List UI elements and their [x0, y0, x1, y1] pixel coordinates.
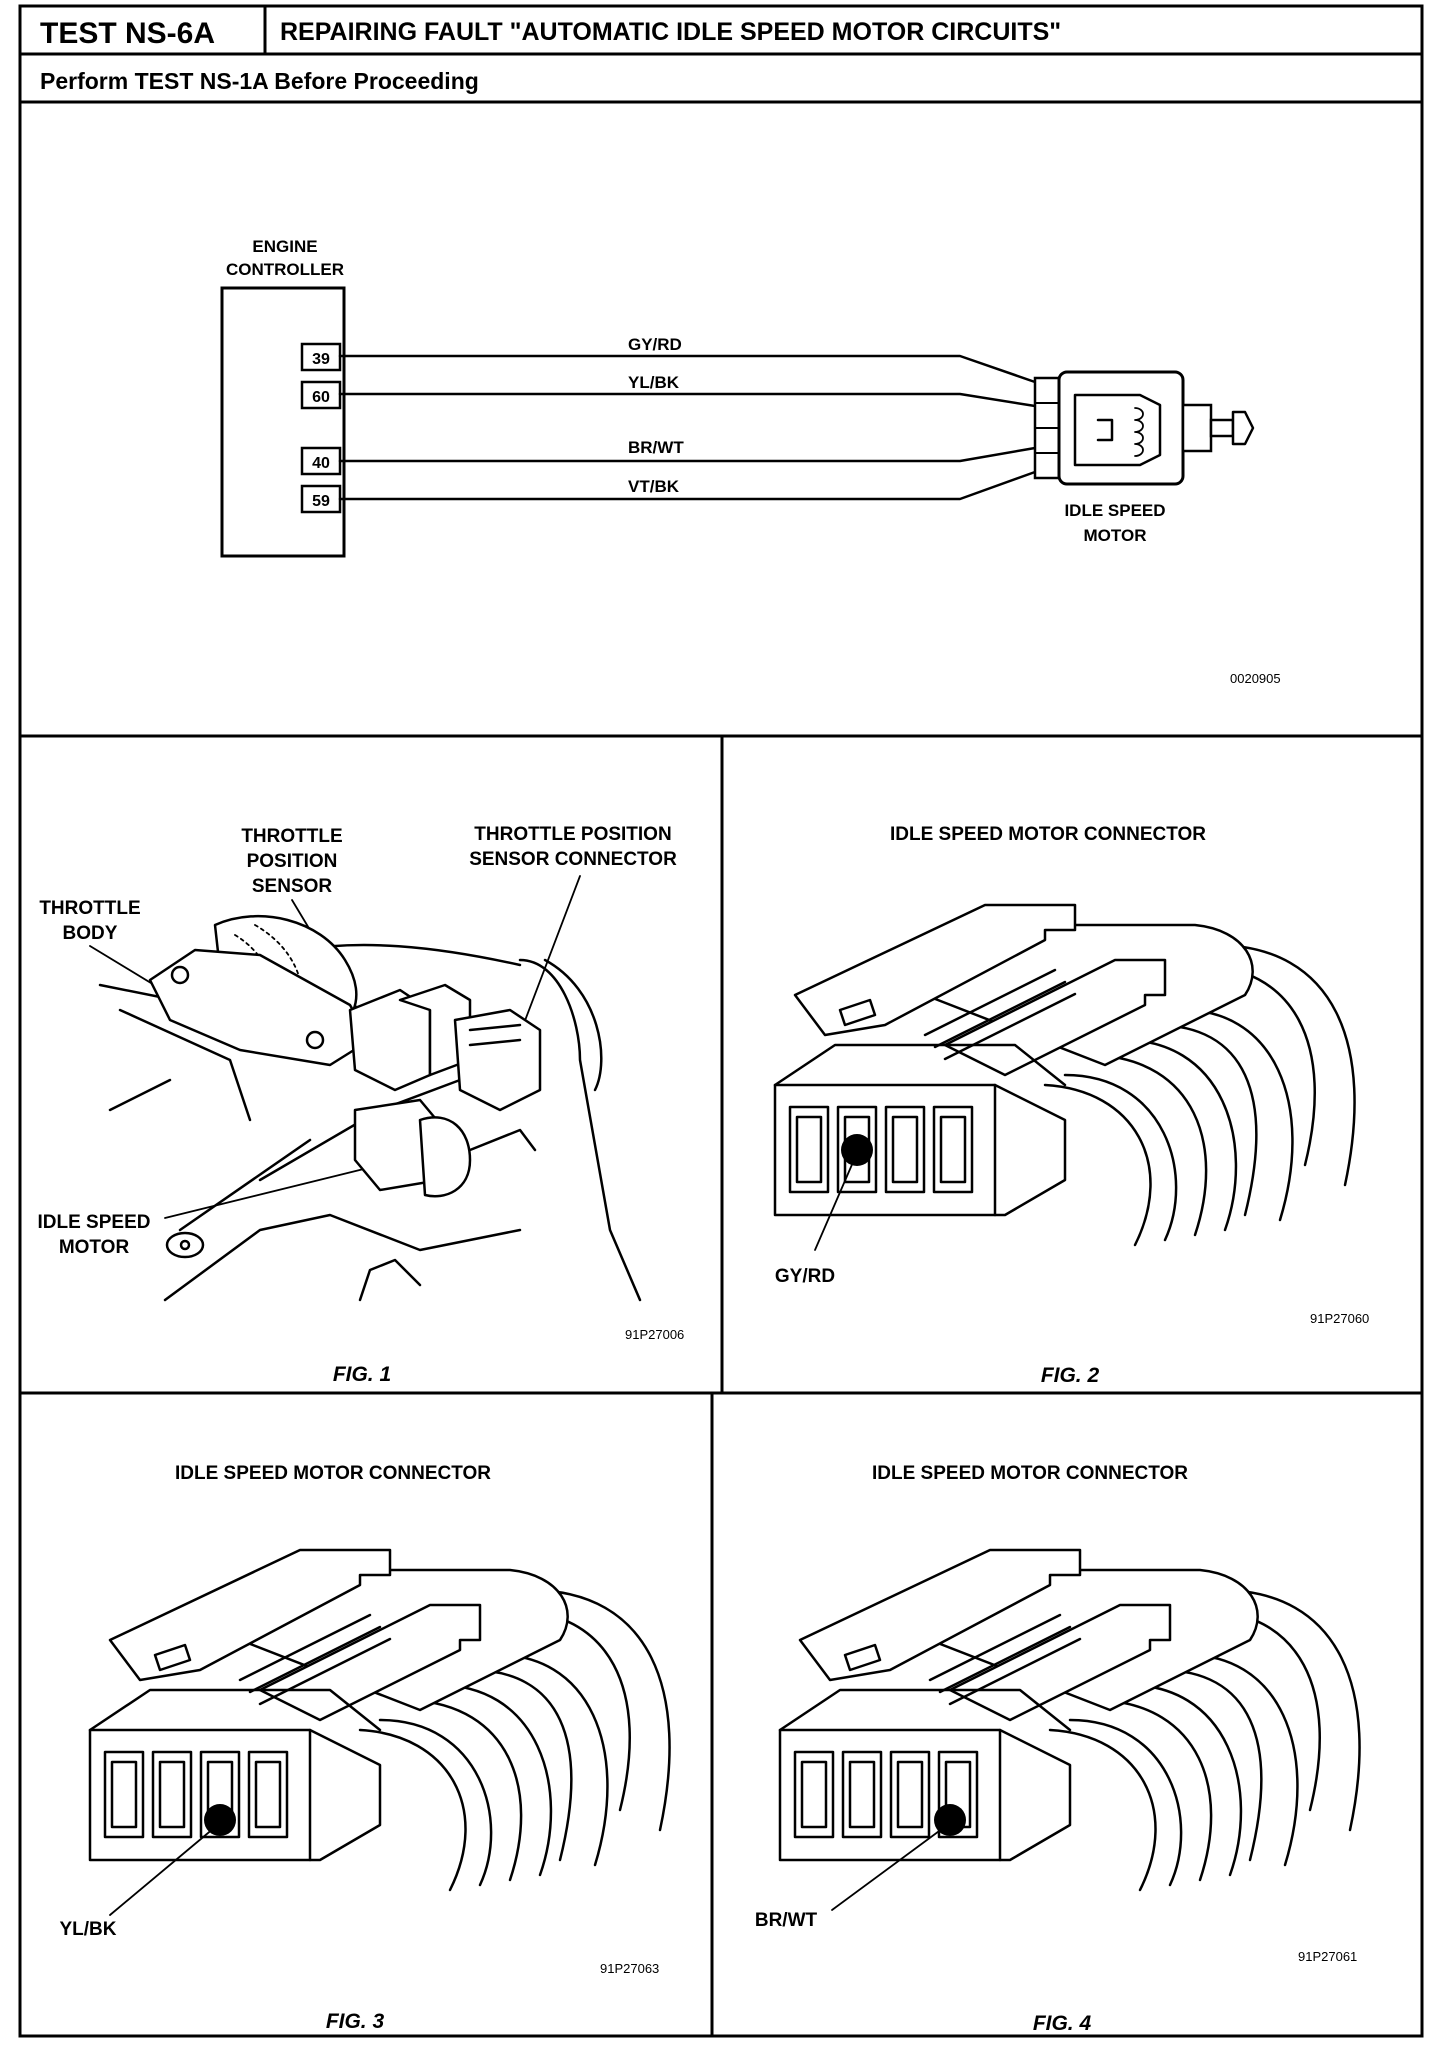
label-tps-3: SENSOR: [252, 876, 333, 897]
wire-label-yl-bk: YL/BK: [628, 373, 680, 392]
motor-label-2: MOTOR: [1084, 526, 1147, 545]
wire-gy-rd: [338, 354, 1037, 384]
fig3-wire-label: YL/BK: [60, 1919, 117, 1940]
idle-speed-motor-symbol: [1033, 370, 1255, 486]
schematic-ref: 0020905: [1230, 671, 1281, 686]
header: TEST NS-6A REPAIRING FAULT "AUTOMATIC ID…: [20, 6, 1422, 104]
figure-2-connector: IDLE SPEED MOTOR CONNECTOR GY/RD 91P2706…: [773, 824, 1369, 1387]
page-border: [18, 4, 1424, 2038]
fig4-wire-label: BR/WT: [755, 1910, 818, 1931]
fig2-ref: 91P27060: [1310, 1311, 1369, 1326]
fig1-ref: 91P27006: [625, 1327, 684, 1342]
header-title: REPAIRING FAULT "AUTOMATIC IDLE SPEED MO…: [280, 18, 1061, 46]
wiring-schematic: ENGINE CONTROLLER 39 60 40 59 GY/RD YL/B…: [20, 237, 1422, 738]
fig4-ref: 91P27061: [1298, 1949, 1357, 1964]
pin-60-label: 60: [312, 389, 330, 406]
wire-label-vt-bk: VT/BK: [628, 477, 680, 496]
wire-vt-bk: [338, 470, 1037, 501]
test-id: TEST NS-6A: [40, 17, 215, 50]
wire-label-br-wt: BR/WT: [628, 438, 684, 457]
pin-60: [300, 380, 342, 410]
wire-br-wt: [338, 446, 1037, 463]
header-subtitle: Perform TEST NS-1A Before Proceeding: [40, 68, 479, 94]
label-tps-2: POSITION: [247, 851, 338, 872]
label-tps-connector-2: SENSOR CONNECTOR: [469, 849, 677, 870]
figure-4-connector: IDLE SPEED MOTOR CONNECTOR BR/WT 91P2706…: [755, 1463, 1361, 2035]
fig1-caption: FIG. 1: [333, 1363, 391, 1386]
pin-59-label: 59: [312, 493, 330, 510]
label-throttle-body-1: THROTTLE: [39, 898, 140, 919]
fig4-caption: FIG. 4: [1033, 2012, 1092, 2035]
label-ism-1: IDLE SPEED: [38, 1212, 151, 1233]
controller-label-1: ENGINE: [252, 237, 317, 256]
pin-39-label: 39: [312, 351, 330, 368]
fig3-caption: FIG. 3: [326, 2010, 385, 2033]
fig3-connector-drawing: [88, 1548, 671, 1916]
fig2-terminal-dot: [841, 1134, 873, 1166]
pin-40-label: 40: [312, 455, 330, 472]
fig2-connector-drawing: [773, 903, 1356, 1251]
fig3-title: IDLE SPEED MOTOR CONNECTOR: [175, 1463, 491, 1484]
fig3-terminal-dot: [204, 1804, 236, 1836]
fig3-ref: 91P27063: [600, 1961, 659, 1976]
label-throttle-body-2: BODY: [63, 923, 118, 944]
fig4-connector-drawing: [778, 1548, 1361, 1911]
fig4-title: IDLE SPEED MOTOR CONNECTOR: [872, 1463, 1188, 1484]
figure-1-throttle-body: THROTTLE POSITION SENSOR THROTTLE POSITI…: [38, 824, 685, 1386]
label-ism-2: MOTOR: [59, 1237, 130, 1258]
fig2-title: IDLE SPEED MOTOR CONNECTOR: [890, 824, 1206, 845]
wire-yl-bk: [338, 392, 1037, 408]
label-tps-connector-1: THROTTLE POSITION: [474, 824, 671, 845]
label-tps-1: THROTTLE: [241, 826, 342, 847]
motor-label-1: IDLE SPEED: [1064, 501, 1165, 520]
engine-controller-box: [220, 286, 346, 558]
fig2-wire-label: GY/RD: [775, 1266, 835, 1287]
fig2-caption: FIG. 2: [1041, 1364, 1100, 1387]
controller-label-2: CONTROLLER: [226, 260, 344, 279]
figure-3-connector: IDLE SPEED MOTOR CONNECTOR YL/BK 91P2706…: [60, 1463, 671, 2033]
wire-label-gy-rd: GY/RD: [628, 335, 682, 354]
